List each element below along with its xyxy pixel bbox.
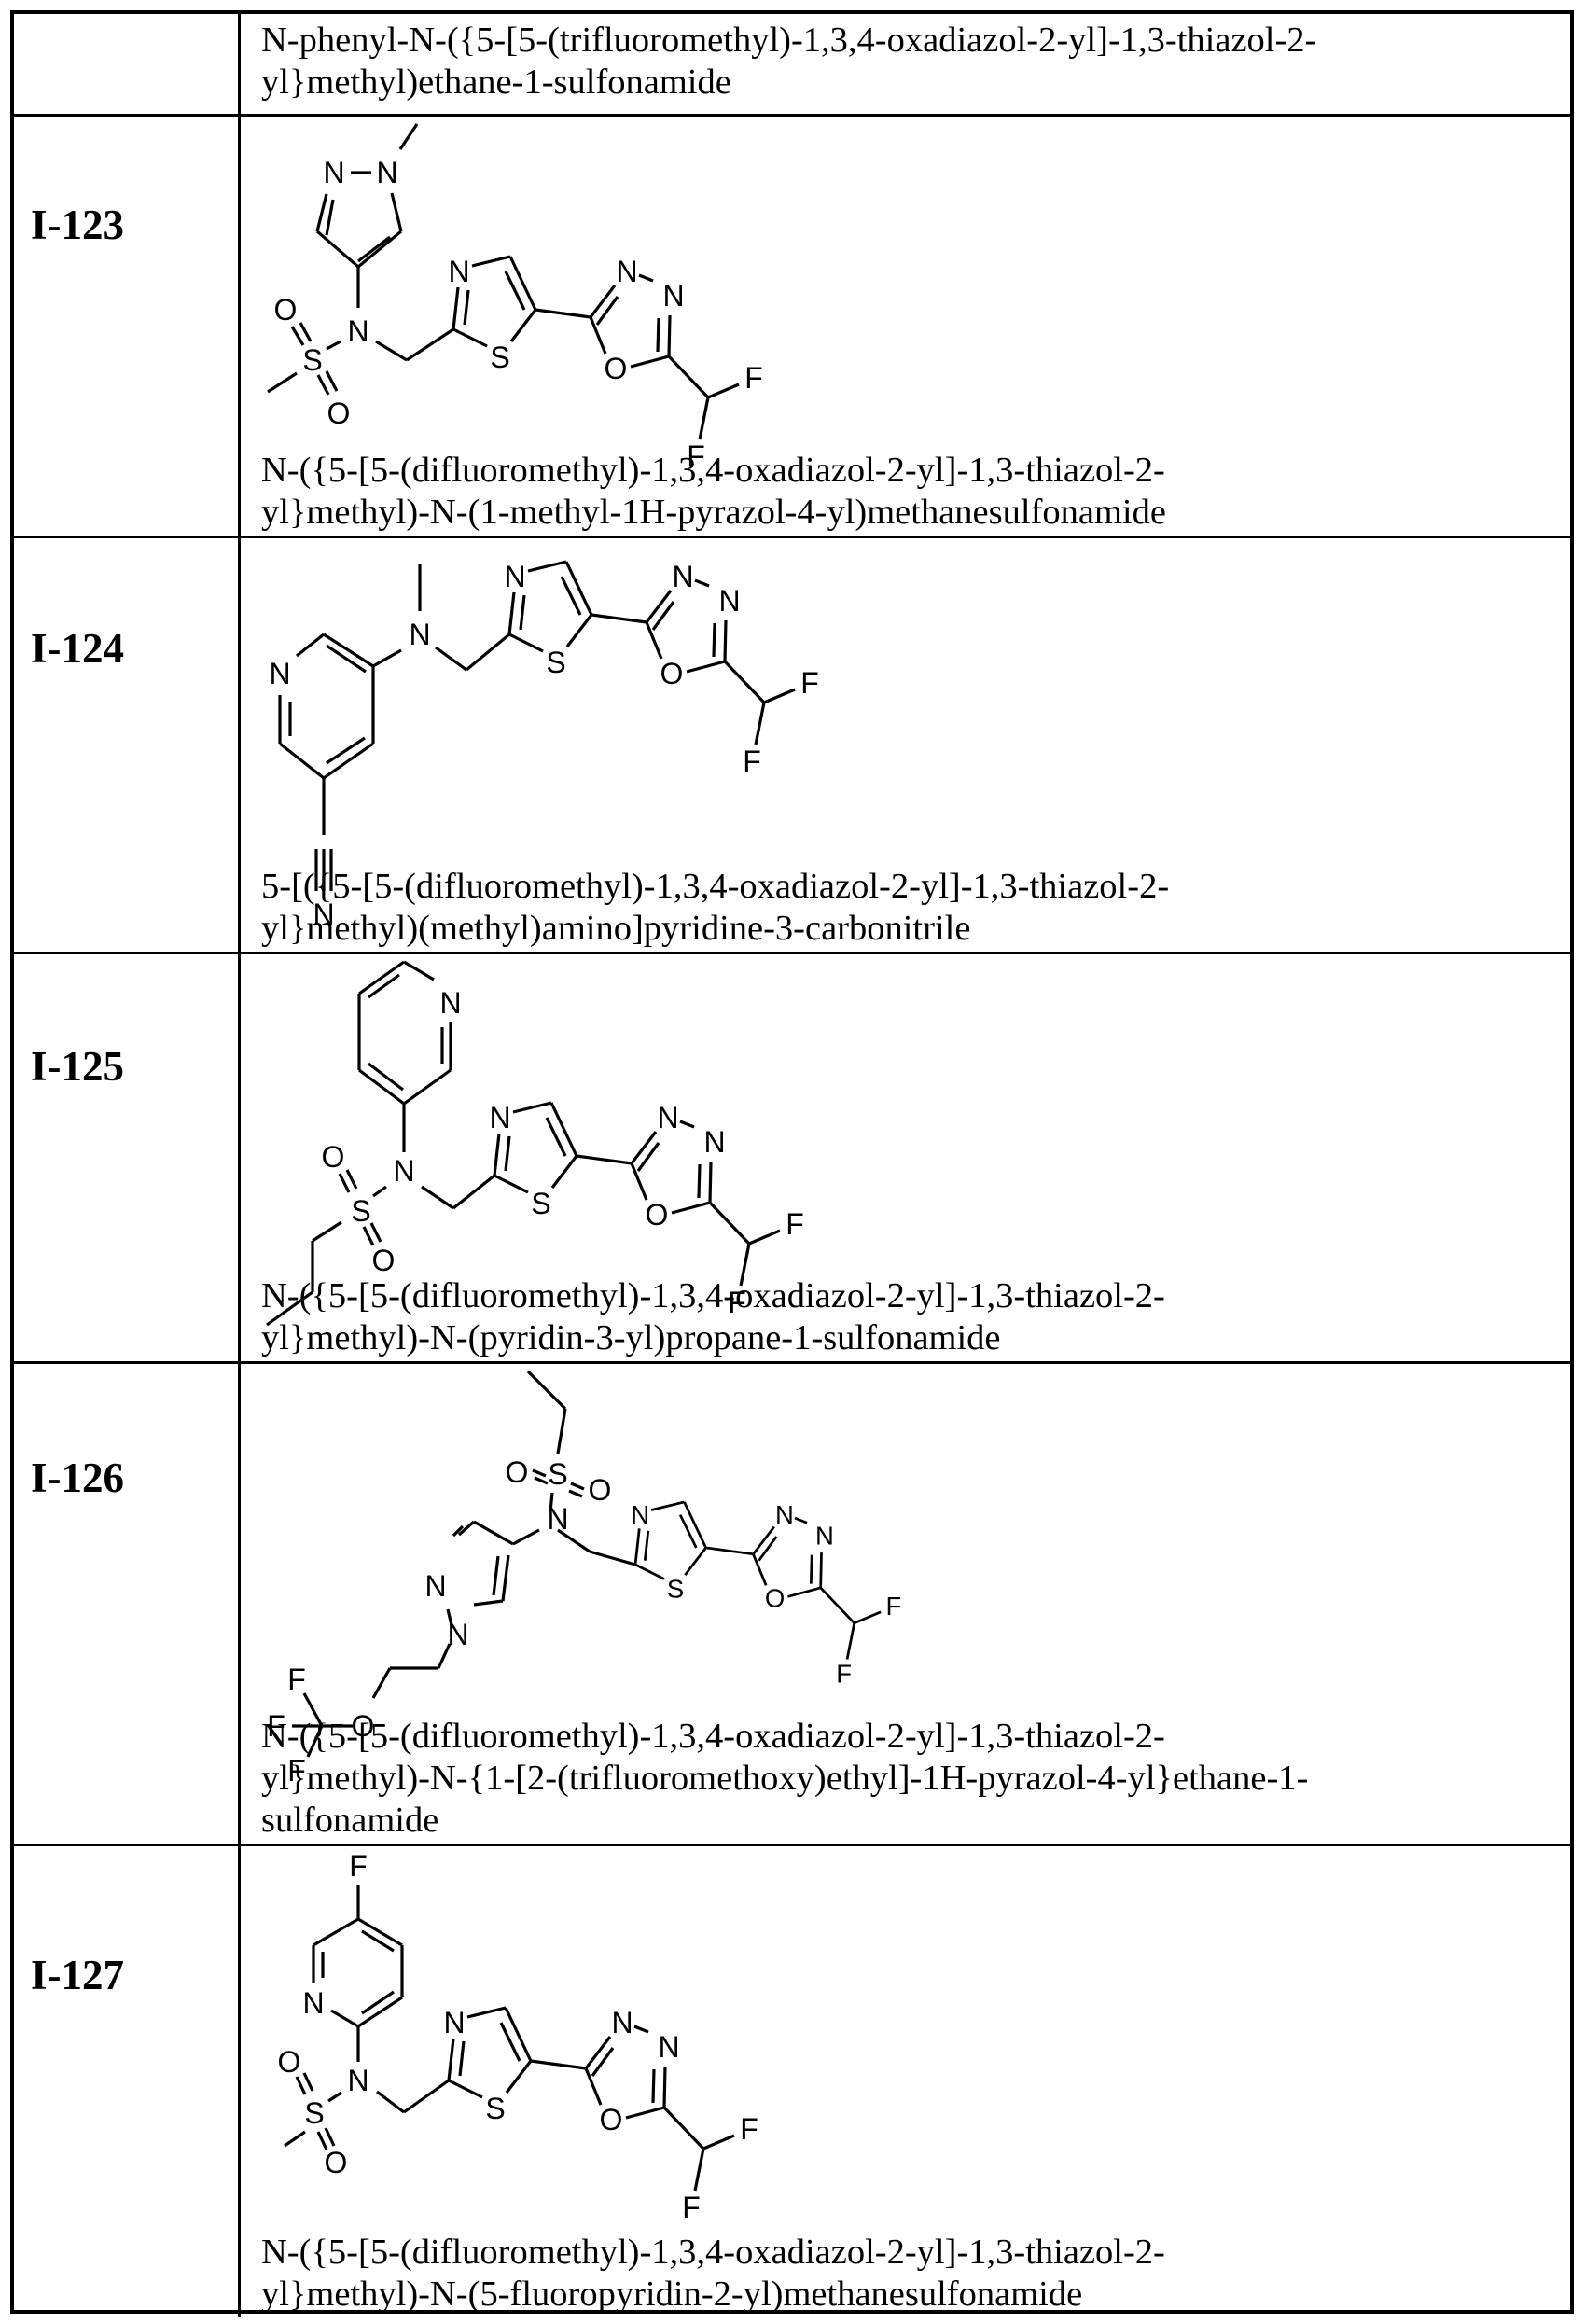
- structure-I-126: S O O N N N O F F F: [267, 1370, 903, 1788]
- svg-text:N: N: [547, 1502, 568, 1536]
- compound-structure-cell: N-phenyl-N-({5-[5-(trifluoromethyl)-1,3,…: [241, 14, 1570, 117]
- svg-text:N: N: [424, 1569, 446, 1603]
- compound-name: N-phenyl-N-({5-[5-(trifluoromethyl)-1,3,…: [261, 21, 1317, 102]
- table-row: I-127 N-({5-[5-(difluoromethyl)-1,3,4-ox…: [14, 1844, 1570, 2317]
- compound-name: N-({5-[5-(difluoromethyl)-1,3,4-oxadiazo…: [261, 1717, 1309, 1840]
- compound-id-cell: I-124: [14, 538, 241, 952]
- svg-text:S: S: [302, 343, 322, 377]
- compound-id: I-126: [31, 1454, 124, 1501]
- svg-text:N: N: [376, 156, 397, 189]
- svg-text:O: O: [372, 1244, 396, 1277]
- table-row: I-126 N-({5-[5-(difluoromethyl)-1,3,4-ox…: [14, 1361, 1570, 1844]
- structure-I-125: N N S O O: [266, 960, 806, 1327]
- svg-text:O: O: [327, 397, 351, 430]
- compound-table: N-phenyl-N-({5-[5-(trifluoromethyl)-1,3,…: [10, 10, 1574, 2317]
- svg-text:O: O: [278, 2045, 301, 2079]
- svg-text:O: O: [274, 293, 298, 327]
- compound-structure-cell: N-({5-[5-(difluoromethyl)-1,3,4-oxadiazo…: [241, 1846, 1570, 2317]
- svg-text:O: O: [325, 2146, 348, 2179]
- svg-text:O: O: [589, 1473, 612, 1507]
- compound-id-cell: I-126: [14, 1364, 241, 1844]
- svg-text:N: N: [347, 314, 368, 348]
- compound-id: I-123: [31, 202, 124, 248]
- table-row: I-123 N-({5-[5-(difluoromethyl)-1,3,4-ox…: [14, 114, 1570, 536]
- svg-text:N: N: [393, 1154, 414, 1188]
- compound-name: 5-[({5-[5-(difluoromethyl)-1,3,4-oxadiaz…: [261, 867, 1170, 948]
- structure-I-127: F N N S O O: [278, 1849, 760, 2226]
- compound-name: N-({5-[5-(difluoromethyl)-1,3,4-oxadiazo…: [261, 451, 1166, 532]
- compound-structure-cell: N-({5-[5-(difluoromethyl)-1,3,4-oxadiazo…: [241, 117, 1570, 536]
- svg-text:F: F: [287, 1663, 306, 1696]
- structure-I-124: N N N: [269, 558, 821, 931]
- compound-id-cell: [14, 14, 241, 117]
- svg-text:O: O: [322, 1140, 345, 1174]
- compound-structure-cell: N-({5-[5-(difluoromethyl)-1,3,4-oxadiazo…: [241, 954, 1570, 1361]
- compound-name: N-({5-[5-(difluoromethyl)-1,3,4-oxadiazo…: [261, 2233, 1165, 2314]
- svg-text:F: F: [267, 1709, 285, 1743]
- compound-id-cell: I-125: [14, 954, 241, 1361]
- svg-text:N: N: [302, 1986, 324, 2020]
- svg-text:N: N: [447, 1618, 468, 1651]
- compound-structure-cell: N-({5-[5-(difluoromethyl)-1,3,4-oxadiazo…: [241, 1364, 1570, 1844]
- svg-text:F: F: [349, 1849, 368, 1883]
- svg-text:O: O: [352, 1709, 375, 1743]
- svg-text:S: S: [304, 2096, 324, 2130]
- compound-name: N-({5-[5-(difluoromethyl)-1,3,4-oxadiazo…: [261, 1276, 1165, 1357]
- table-row: I-124 5-[({5-[5-(difluoromethyl)-1,3,4-o…: [14, 536, 1570, 952]
- svg-text:S: S: [548, 1457, 567, 1491]
- svg-text:O: O: [506, 1455, 529, 1489]
- compound-id-cell: I-127: [14, 1846, 241, 2317]
- compound-id: I-124: [31, 625, 124, 672]
- svg-text:N: N: [439, 986, 461, 1020]
- svg-text:N: N: [269, 657, 290, 690]
- structure-I-123: N N N S O O: [267, 123, 765, 475]
- compound-structure-cell: 5-[({5-[5-(difluoromethyl)-1,3,4-oxadiaz…: [241, 538, 1570, 952]
- compound-id: I-127: [31, 1952, 124, 1998]
- svg-text:N: N: [347, 2064, 368, 2097]
- svg-text:S: S: [351, 1194, 370, 1228]
- table-row: I-125 N-({5-[5-(difluoromethyl)-1,3,4-ox…: [14, 952, 1570, 1361]
- table-row: N-phenyl-N-({5-[5-(trifluoromethyl)-1,3,…: [14, 14, 1570, 117]
- compound-id: I-125: [31, 1043, 124, 1090]
- svg-text:F: F: [287, 1754, 306, 1788]
- svg-text:N: N: [323, 156, 344, 189]
- compound-id-cell: I-123: [14, 117, 241, 536]
- svg-text:N: N: [409, 618, 430, 651]
- svg-text:N: N: [313, 898, 334, 931]
